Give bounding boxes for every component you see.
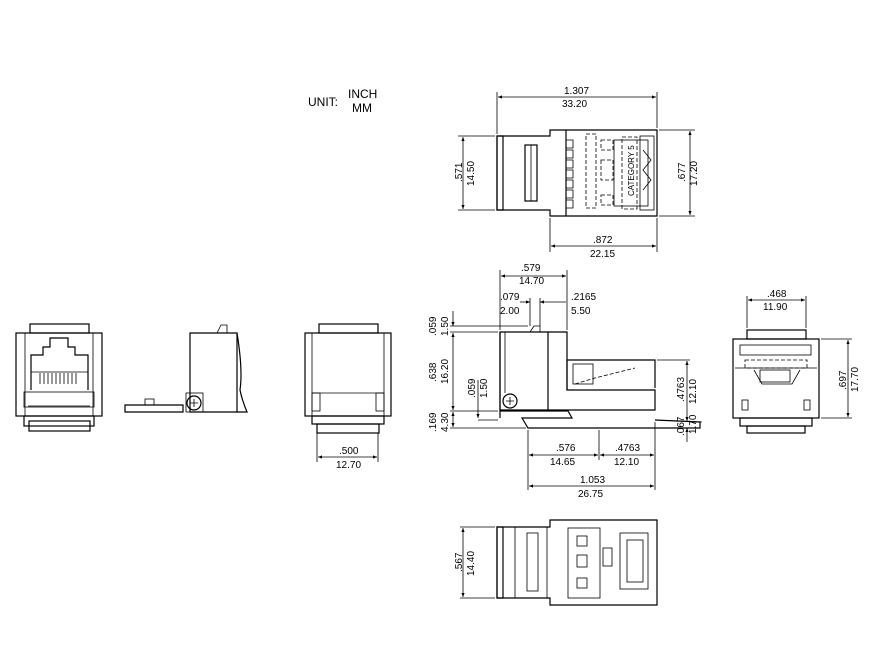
- dim-side-overall-mm: 26.75: [578, 489, 603, 500]
- dim-front-height-in: .4763: [676, 377, 687, 402]
- right-view: .468 11.90 .697 17.70: [732, 289, 861, 434]
- dim-bottom-left-mm: 14.65: [550, 457, 575, 468]
- dim-bottom-left-in: .576: [556, 443, 576, 454]
- dim-pivot-height-in: .059: [467, 378, 478, 398]
- dim-base-height-in: .169: [428, 412, 439, 432]
- category-marking: CATEGORY 5: [627, 145, 636, 196]
- dim-bottom-right-in: .4763: [615, 443, 640, 454]
- front-view: [15, 323, 103, 432]
- unit-mm: MM: [352, 101, 372, 115]
- unit-inch: INCH: [348, 87, 377, 101]
- dim-front-height-mm: 12.10: [688, 379, 699, 404]
- dim-right-height-in: .697: [838, 370, 849, 390]
- dim-bottom-width-in: .567: [454, 552, 465, 572]
- dim-right-height-mm: 17.70: [850, 367, 861, 392]
- dim-right-top-mm: 11.90: [763, 302, 788, 313]
- dim-offset-mm: 5.50: [571, 306, 591, 317]
- dim-overall-mm: 33.20: [562, 99, 587, 110]
- dim-latch-width-in: .079: [500, 292, 520, 303]
- dim-front-length-mm: 22.15: [590, 249, 615, 260]
- dim-latch-height-in: .059: [428, 316, 439, 336]
- dim-pivot-height-mm: 1.50: [479, 378, 490, 398]
- dim-right-top-in: .468: [767, 289, 787, 300]
- dim-top-width-in: .579: [521, 263, 541, 274]
- dim-front-width-in: .677: [677, 162, 688, 182]
- dim-overall-in: 1.307: [564, 86, 589, 97]
- dim-rear-width-in: .571: [454, 162, 465, 182]
- bottom-view: .567 14.40: [454, 519, 658, 606]
- dim-rear-width-in-label: .500: [339, 446, 359, 457]
- rear-view: .500 12.70: [304, 323, 392, 471]
- dim-body-height-in: .638: [428, 362, 439, 382]
- dim-rear-width-mm: 14.50: [466, 161, 477, 186]
- side-view: .579 14.70 .079 2.00 .2165 5.50 .059 1.5…: [428, 263, 702, 500]
- dim-base-height-mm: 4.30: [440, 412, 451, 432]
- dim-front-length-in: .872: [593, 235, 613, 246]
- dim-body-height-mm: 16.20: [440, 359, 451, 384]
- dim-foot-height-in: .067: [676, 416, 687, 436]
- dim-bottom-right-mm: 12.10: [614, 457, 639, 468]
- dim-front-width-mm: 17.20: [689, 161, 700, 186]
- dim-foot-height-mm: 1.70: [688, 414, 699, 434]
- unit-legend: UNIT: INCH MM: [308, 87, 377, 115]
- dim-latch-height-mm: 1.50: [440, 316, 451, 336]
- dim-top-width-mm: 14.70: [519, 276, 544, 287]
- dim-side-overall-in: 1.053: [580, 475, 605, 486]
- dim-rear-width-mm-label: 12.70: [336, 460, 361, 471]
- top-view: CATEGORY 5 1.307 33.20 .571 14.50 .677 1…: [454, 86, 700, 260]
- side-view-small: [124, 324, 248, 413]
- dim-offset-in: .2165: [571, 292, 596, 303]
- dim-latch-width-mm: 2.00: [500, 306, 520, 317]
- unit-label: UNIT:: [308, 95, 338, 109]
- dim-bottom-width-mm: 14.40: [466, 551, 477, 576]
